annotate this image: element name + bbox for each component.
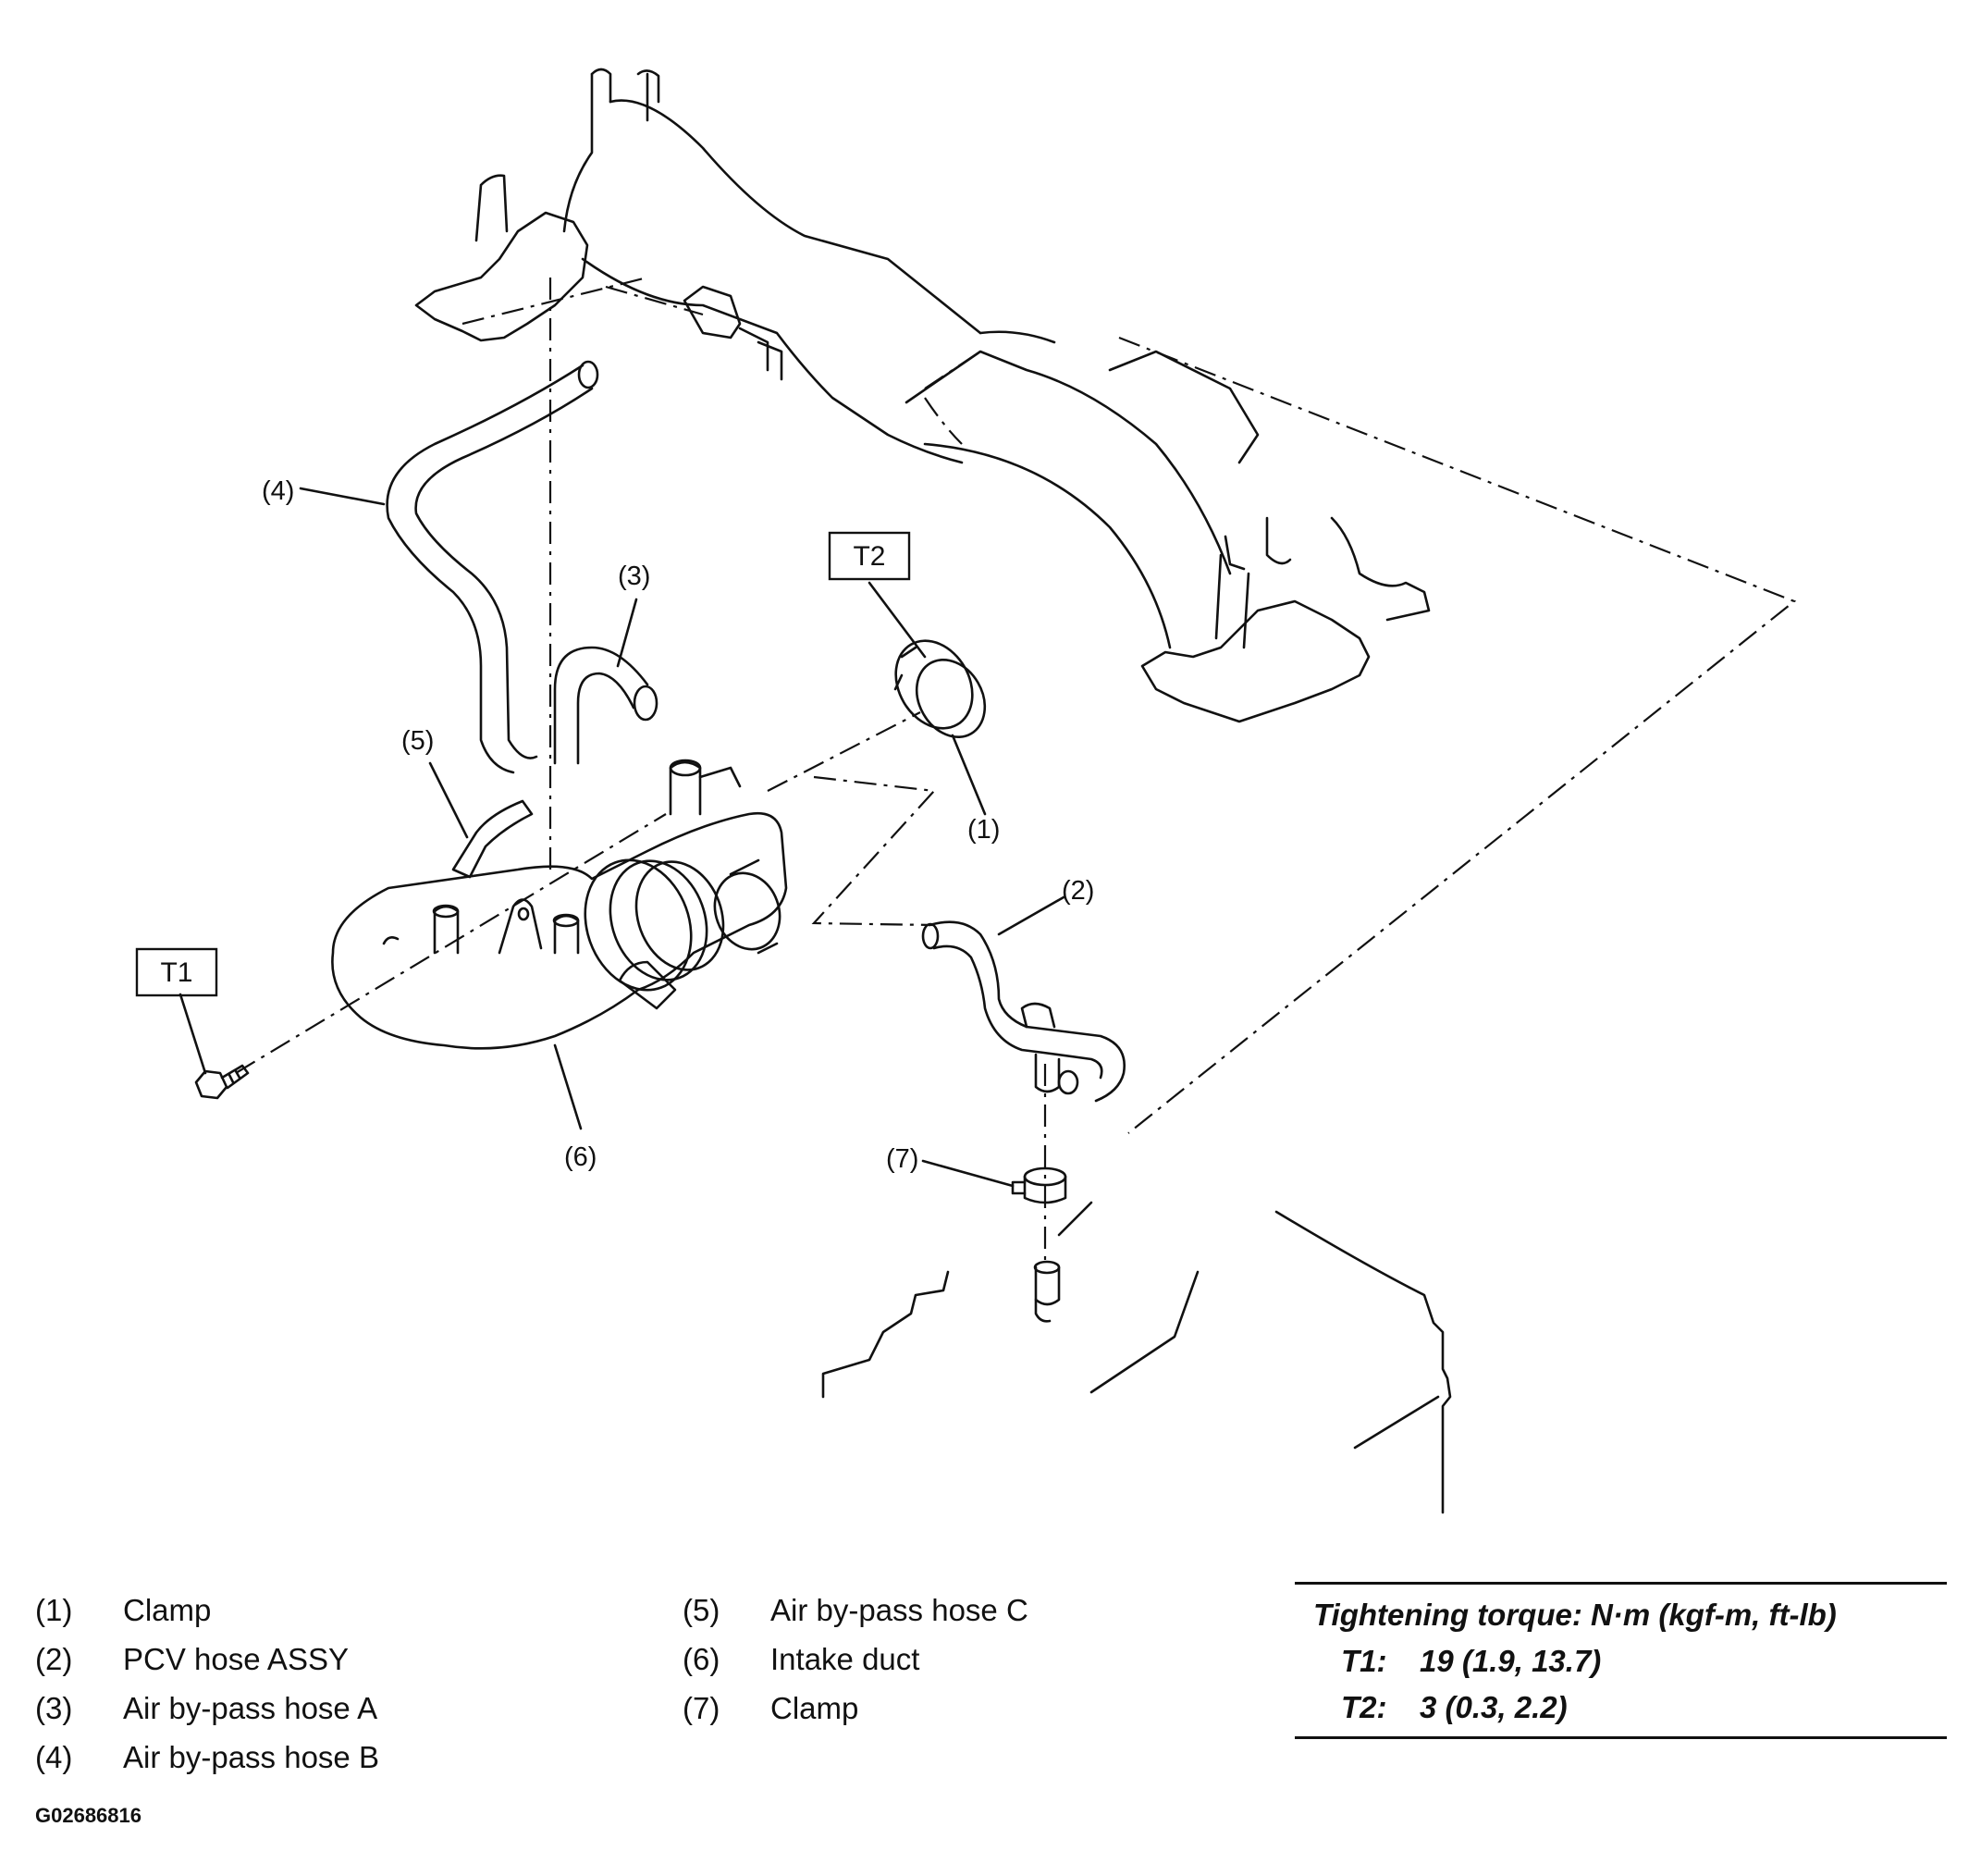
torque-value: 19 (1.9, 13.7) bbox=[1420, 1644, 1602, 1678]
bolt bbox=[194, 1064, 250, 1100]
legend-row: (5) Air by-pass hose C bbox=[683, 1586, 1028, 1635]
torque-key: T2: bbox=[1341, 1690, 1387, 1724]
air-by-pass-hose-b bbox=[386, 360, 599, 774]
legend-row: (2) PCV hose ASSY bbox=[35, 1635, 379, 1684]
legend-left-column: (1) Clamp (2) PCV hose ASSY (3) Air by-pass… bbox=[35, 1586, 379, 1782]
callout-1: (1) bbox=[967, 815, 1000, 845]
callout-4: (4) bbox=[262, 476, 294, 506]
legend-number: (5) bbox=[683, 1593, 720, 1627]
legend-number: (7) bbox=[683, 1691, 720, 1725]
legend-row: (6) Intake duct bbox=[683, 1635, 1028, 1684]
air-by-pass-hose-a bbox=[553, 646, 658, 765]
legend-number: (3) bbox=[35, 1691, 73, 1725]
exploded-view-diagram: T2 T1 (4) (3) (5) (1) (2) (6) (7) bbox=[135, 68, 1797, 1514]
pcv-hose-assy bbox=[921, 920, 1126, 1103]
callout-7: (7) bbox=[886, 1144, 918, 1174]
tightening-torque-table: Tightening torque: N·m (kgf-m, ft-lb) T1… bbox=[1295, 1582, 1947, 1739]
legend-number: (4) bbox=[35, 1740, 73, 1774]
air-by-pass-hose-c bbox=[451, 799, 534, 879]
legend-label: Clamp bbox=[770, 1691, 859, 1725]
legend-number: (6) bbox=[683, 1642, 720, 1676]
leader-lines bbox=[178, 487, 1065, 1188]
legend-label: Air by-pass hose A bbox=[123, 1691, 378, 1725]
small-hose-clamp bbox=[1011, 1166, 1067, 1204]
torque-header: Tightening torque: N·m (kgf-m, ft-lb) bbox=[1313, 1598, 1837, 1632]
legend-row: (7) Clamp bbox=[683, 1684, 1028, 1733]
legend-label: Intake duct bbox=[770, 1642, 920, 1676]
intake-manifold bbox=[414, 68, 1431, 723]
callout-3: (3) bbox=[618, 562, 650, 591]
t2-tag-box bbox=[828, 531, 911, 581]
callout-6: (6) bbox=[564, 1142, 597, 1172]
legend-number: (1) bbox=[35, 1593, 73, 1627]
torque-value: 3 (0.3, 2.2) bbox=[1420, 1690, 1568, 1724]
legend-label: Clamp bbox=[123, 1593, 212, 1627]
callout-5: (5) bbox=[401, 726, 434, 756]
intake-duct bbox=[331, 759, 788, 1050]
torque-key: T1: bbox=[1341, 1644, 1387, 1678]
torque-row: T1: 19 (1.9, 13.7) bbox=[1295, 1638, 1947, 1685]
legend-row: (1) Clamp bbox=[35, 1586, 379, 1635]
callout-2: (2) bbox=[1062, 876, 1094, 906]
figure-code: G02686816 bbox=[35, 1804, 142, 1827]
legend-middle-column: (5) Air by-pass hose C (6) Intake duct (7)… bbox=[683, 1586, 1028, 1733]
legend-row: (3) Air by-pass hose A bbox=[35, 1684, 379, 1733]
t1-tag-box bbox=[135, 947, 218, 997]
large-hose-clamp bbox=[893, 639, 987, 739]
t2-tag: T2 bbox=[853, 541, 885, 572]
legend-label: PCV hose ASSY bbox=[123, 1642, 349, 1676]
legend-label: Air by-pass hose B bbox=[123, 1740, 379, 1774]
engine-block-outline bbox=[821, 1201, 1452, 1514]
legend-number: (2) bbox=[35, 1642, 73, 1676]
legend-row: (4) Air by-pass hose B bbox=[35, 1733, 379, 1782]
torque-row: T2: 3 (0.3, 2.2) bbox=[1295, 1685, 1947, 1731]
assembly-guide-lines bbox=[235, 276, 1797, 1267]
t1-tag: T1 bbox=[160, 957, 192, 988]
legend-label: Air by-pass hose C bbox=[770, 1593, 1028, 1627]
